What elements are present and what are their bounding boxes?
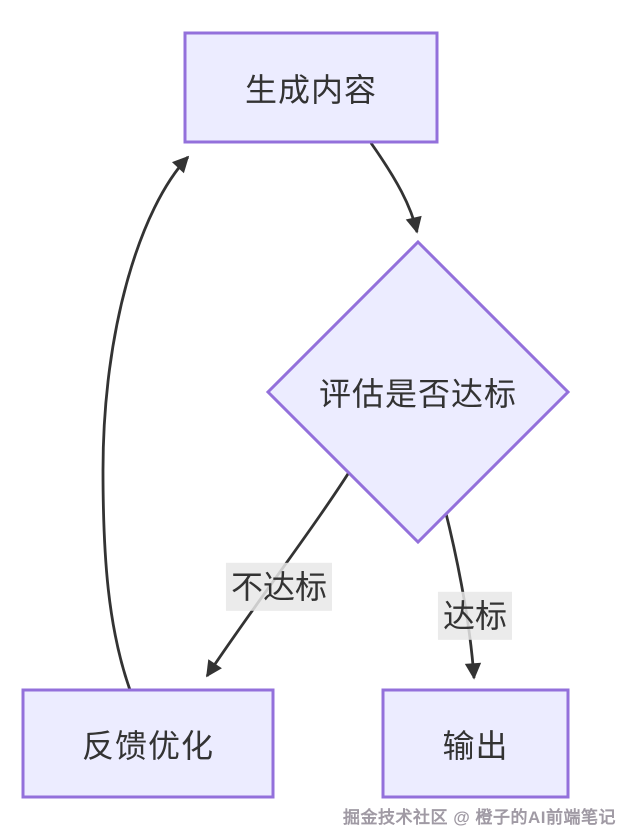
evaluate-node-shape[interactable] [265,239,571,545]
generate-node-shape[interactable] [183,31,439,144]
edge-label-met: 达标 [437,591,513,641]
edge-feedback-to-generate [101,155,190,691]
edge-generate-to-evaluate [369,142,422,234]
feedback-node-shape[interactable] [21,688,275,799]
edge-label-not-met: 不达标 [225,562,333,612]
output-node-shape[interactable] [381,688,570,799]
edge-evaluate-to-output [438,489,482,680]
watermark-text: 掘金技术社区 @ 橙子的AI前端笔记 [342,808,616,827]
